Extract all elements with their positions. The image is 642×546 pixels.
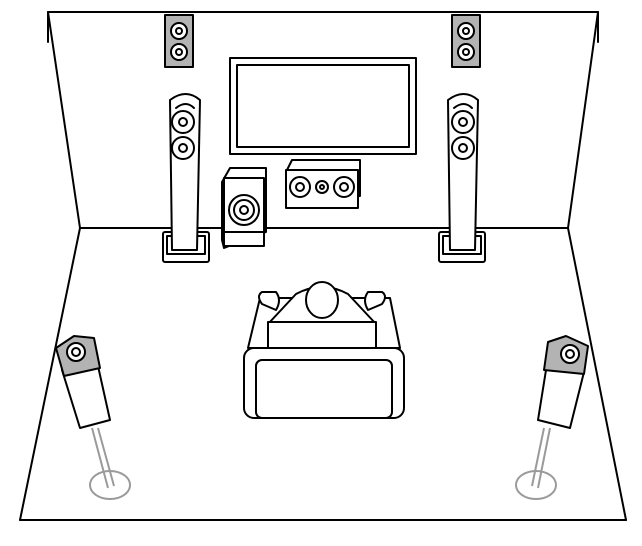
center-speaker (285, 159, 361, 209)
surround-right-speaker (515, 335, 589, 500)
front-left-height-speaker (164, 14, 194, 68)
front-right-speaker (438, 93, 486, 263)
room-outline (19, 11, 627, 521)
surround-left-speaker (55, 335, 131, 500)
subwoofer (221, 167, 267, 249)
tv-screen (229, 57, 417, 155)
front-left-speaker (162, 93, 210, 263)
listener-sofa (243, 281, 405, 419)
front-right-height-speaker (451, 14, 481, 68)
